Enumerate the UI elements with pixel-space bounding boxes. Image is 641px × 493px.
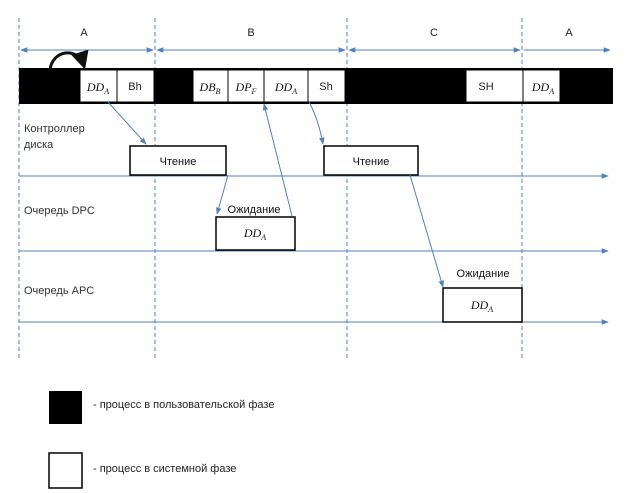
arrow-dd-to-read1 [107,101,147,145]
wait-apc-label: Ожидание [457,268,510,280]
read-box-1-label: Чтение [160,156,197,168]
legend-user-swatch [49,391,82,424]
cell-label-dd-a-1: DDA [86,80,109,96]
cell-label-bh: Bh [128,81,141,93]
wait-dpc-label: Ожидание [228,204,281,216]
timeline-cells [79,69,561,103]
cell-dp-f [227,69,265,103]
phase-label-c: C [430,27,438,39]
lane-label-dpc: Очередь DPC [24,205,95,217]
flow-arrows [107,101,444,288]
read-box-2-label: Чтение [353,156,390,168]
lane-label-controller-2: диска [24,139,54,151]
cell-sh [307,69,346,103]
lane-label-controller-1: Контроллер [24,123,85,135]
cell-label-sh-upper: SH [478,81,493,93]
arrow-dd-to-read2 [308,101,325,145]
cell-dd-a-3 [522,69,561,103]
wait-apc-box [442,287,523,323]
legend-user-label: - процесс в пользовательской фазе [93,399,274,411]
cell-label-sh: Sh [319,81,332,93]
cell-bh [116,69,155,103]
wait-apc-value: DDA [470,298,493,314]
cell-label-dd-a-2: DDA [274,80,297,96]
cell-sh-upper [465,69,524,103]
cell-label-dp-f: DPF [235,80,257,96]
cell-label-db-b: DBB [199,80,221,96]
read-box-1 [129,145,227,176]
phase-label-b: B [247,27,254,39]
cell-dd-a-2 [263,69,309,103]
phase-label-a1: A [80,27,88,39]
cell-dd-a-1 [79,69,118,103]
lane-label-apc: Очередь APC [24,285,94,297]
read-box-2 [323,145,419,176]
legend-system-label: - процесс в системной фазе [93,463,236,475]
arrow-read2-to-apc [409,174,444,288]
legend-system-swatch [48,452,83,489]
context-switch-curve-arrow [48,49,89,71]
wait-dpc-value: DDA [243,226,266,242]
wait-dpc-box [215,216,296,251]
arrow-dpc-to-dpf [262,103,293,217]
phase-label-a2: A [565,27,573,39]
arrow-read1-to-dpc [216,174,229,215]
cell-label-dd-a-3: DDA [531,80,554,96]
